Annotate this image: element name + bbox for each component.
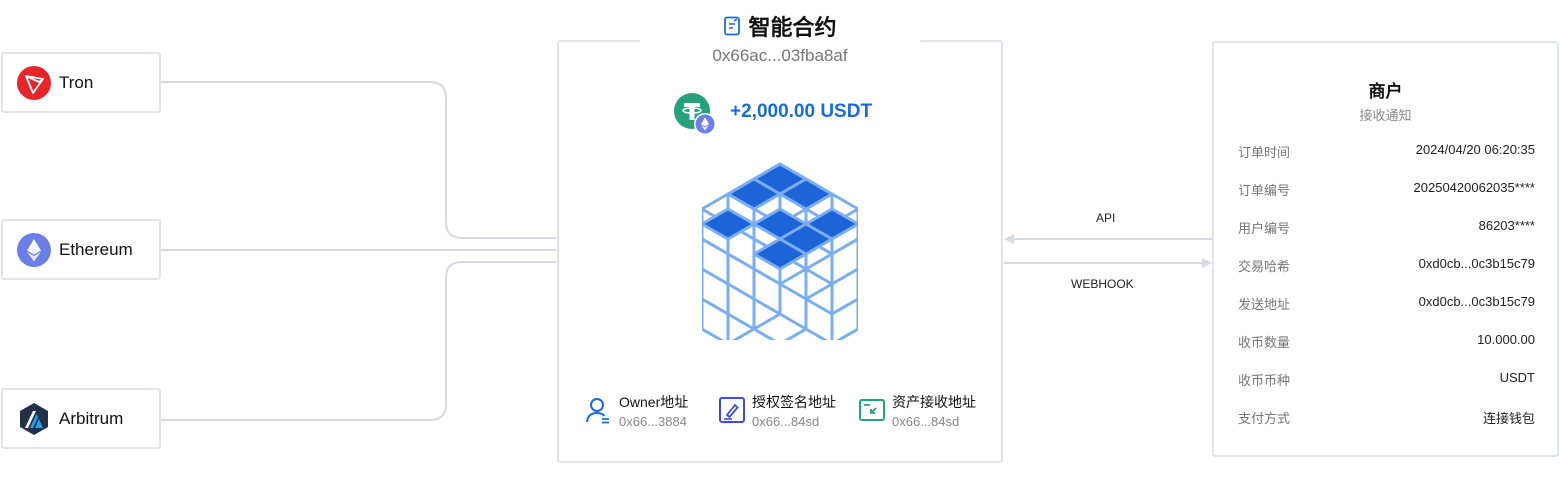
api-arrowhead [1004,234,1014,244]
contract-address: 0x66ac...03fba8af [712,46,848,65]
cube-grid-icon [702,162,858,340]
api-label: API [1096,211,1116,225]
owner-address: Owner地址 0x66...3884 [585,394,688,430]
chain-label: Ethereum [59,239,133,259]
chain-ethereum: Ethereum [1,219,161,280]
receive-address: 资产接收地址 0x66...84sd [858,394,976,430]
signature-icon [719,397,745,423]
receive-address-label: 资产接收地址 [892,394,976,410]
owner-address-label: Owner地址 [619,394,689,410]
usdt-icon [674,93,716,135]
webhook-arrowhead [1202,258,1212,268]
chain-label: Arbitrum [59,408,124,428]
arbitrum-icon [20,402,48,435]
owner-address-value: 0x66...3884 [619,414,687,429]
receive-icon [859,399,885,421]
merchant-subtitle: 接收通知 [1359,108,1412,123]
amount-label: +2,000.00 USDT [730,101,873,122]
arbitrum-connector [161,261,556,421]
merchant-title: 商户 [1368,82,1403,101]
tron-icon [17,65,51,100]
user-icon [586,398,609,424]
chain-label: Tron [59,72,94,92]
contract-title: 智能合约 [557,10,1003,42]
contract-icon [724,16,741,36]
webhook-label: WEBHOOK [1071,277,1134,291]
signer-address: 授权签名地址 0x66...84sd [718,394,836,430]
ethereum-icon [17,232,51,267]
chain-arbitrum: Arbitrum [1,388,161,449]
signer-address-value: 0x66...84sd [752,414,820,429]
tron-connector [161,81,556,239]
merchant-row: 支付方式连接钱包 [1238,411,1535,426]
signer-address-label: 授权签名地址 [752,394,836,410]
chain-tron: Tron [1,52,161,113]
receive-address-value: 0x66...84sd [892,414,960,429]
